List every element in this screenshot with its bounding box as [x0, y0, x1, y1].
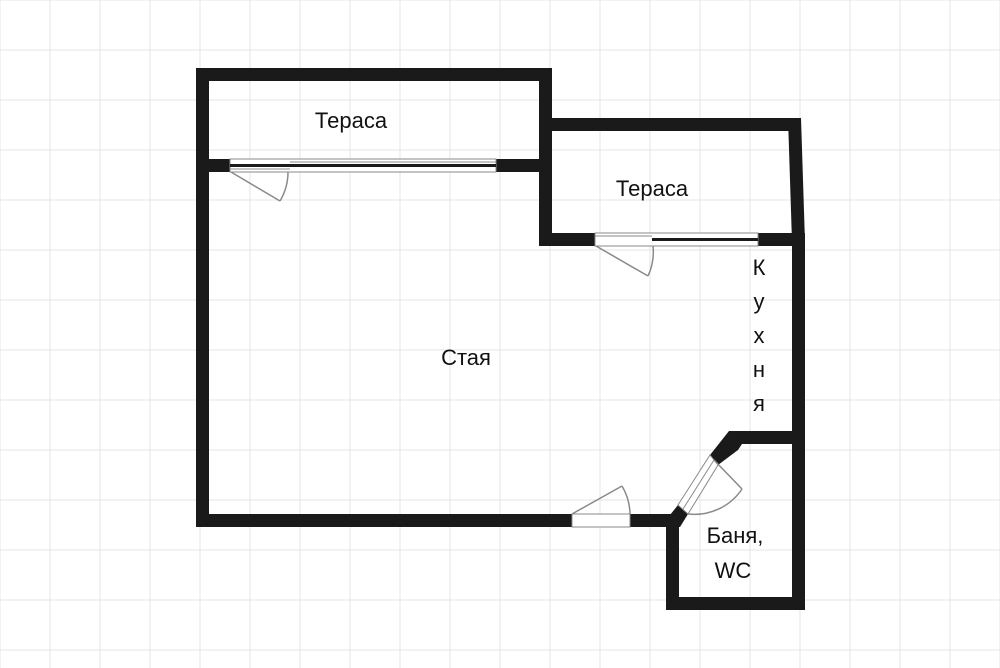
label-kitchen-letter: у [754, 289, 765, 314]
label-living-room: Стая [441, 345, 491, 370]
label-terrace-right: Тераса [616, 176, 689, 201]
label-kitchen-letter: н [753, 357, 765, 382]
wall-bottom-left [196, 514, 572, 527]
wall-terrace-divider-left [196, 159, 230, 172]
wall-terrace-right-right [788, 118, 805, 242]
wall-bathroom-diagonal [710, 431, 742, 465]
wall-bottom-right [630, 514, 680, 527]
sliding-door-terrace-top [229, 158, 497, 202]
wall-terrace-right-top [539, 118, 801, 131]
wall-bathroom-left [666, 514, 679, 610]
entrance-door [571, 485, 631, 528]
wall-left [196, 68, 209, 527]
label-terrace-top: Тераса [315, 108, 388, 133]
wall-terrace-top [196, 68, 552, 81]
sliding-door-terrace-right [594, 232, 759, 277]
wall-bathroom-bottom [666, 597, 805, 610]
bathroom-door [677, 454, 743, 516]
label-kitchen-letter: х [754, 323, 765, 348]
label-bathroom-line1: Баня, [707, 523, 764, 548]
label-bathroom-line2: WC [715, 558, 752, 583]
wall-terrace-right-left [539, 118, 552, 246]
wall-kitchen-right [792, 233, 805, 610]
label-kitchen-letter: К [753, 255, 766, 280]
walls [196, 68, 805, 610]
wall-terrace-right-bottom-left [539, 233, 595, 246]
wall-terrace-divider-right [496, 159, 552, 172]
wall-bathroom-top [729, 431, 805, 444]
label-kitchen-letter: я [753, 391, 765, 416]
